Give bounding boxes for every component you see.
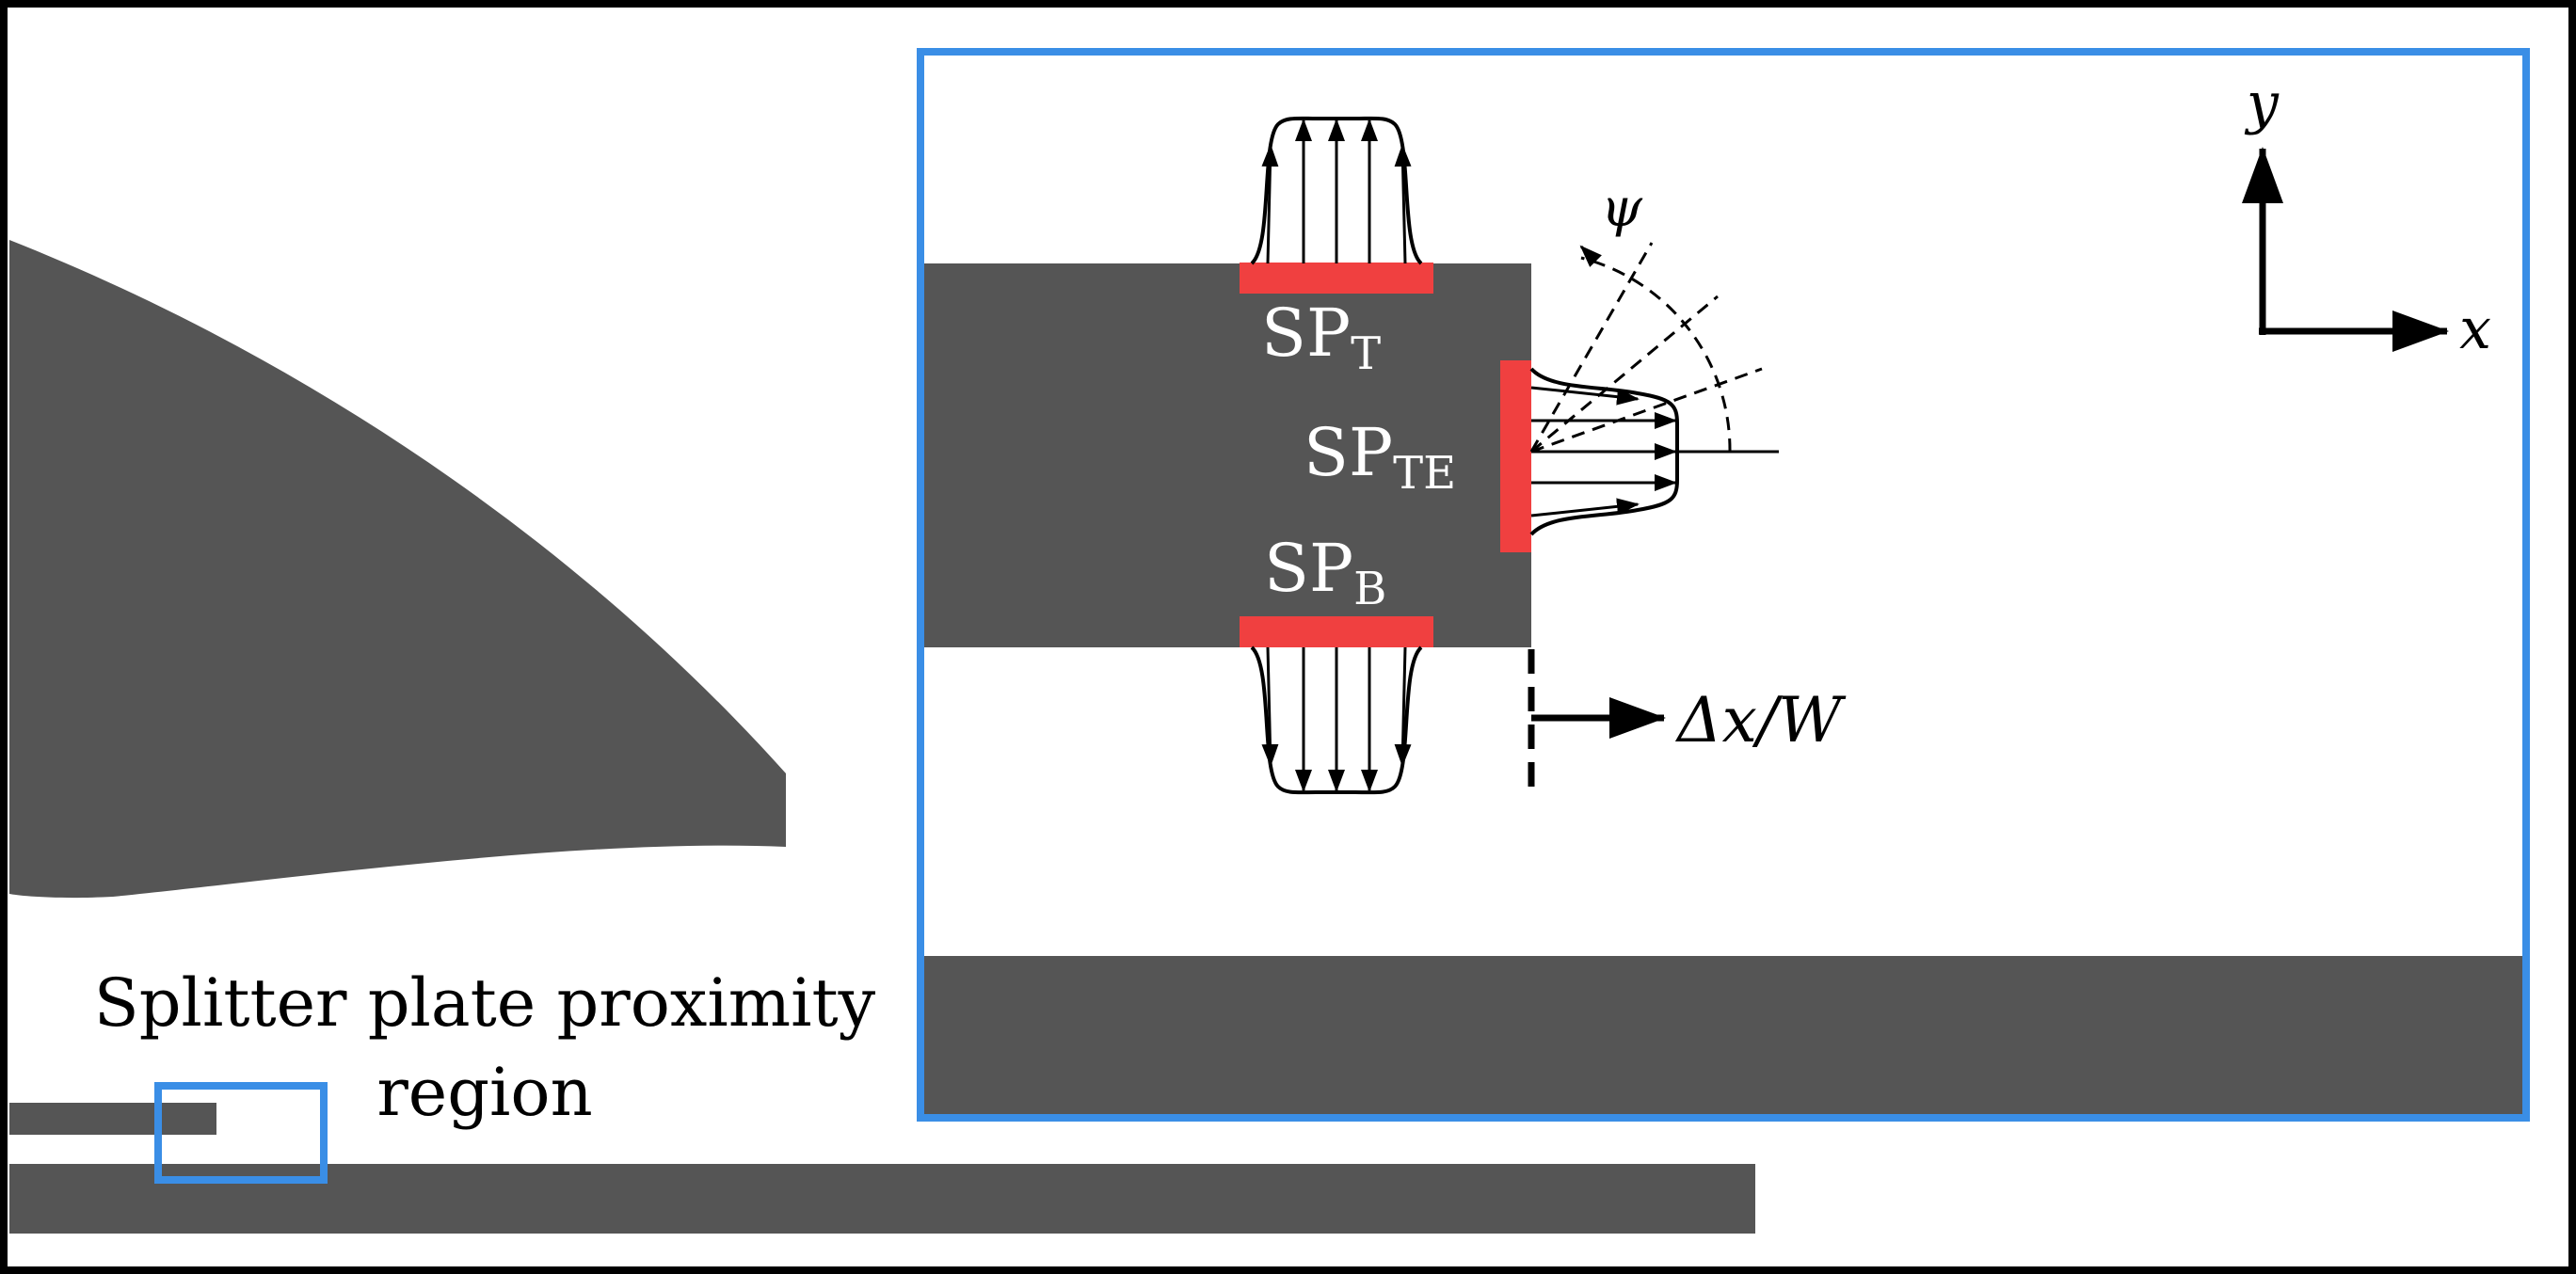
sensor-top <box>1240 263 1433 294</box>
x-axis-label: x <box>2459 296 2491 362</box>
zoom-inset-box <box>917 48 2530 1122</box>
sensor-top-base: SP <box>1261 295 1351 372</box>
y-axis-label: y <box>2244 71 2280 136</box>
sensor-bottom-base: SP <box>1264 530 1353 607</box>
bottom-jet-profile <box>1250 645 1423 795</box>
sensor-te-base: SP <box>1304 414 1393 491</box>
splitter-plate-zoomed <box>924 263 1531 647</box>
upper-body-shape <box>9 240 786 899</box>
region-label-line2: region <box>376 1054 592 1131</box>
splitter-plate-overview <box>9 1103 216 1135</box>
sensor-bottom-sub: B <box>1353 563 1386 615</box>
psi-label: ψ <box>1601 178 1643 239</box>
sensor-top-sub: T <box>1351 327 1381 380</box>
angle-arc-arrowhead <box>1579 245 1602 267</box>
region-label-line1: Splitter plate proximity <box>94 964 876 1042</box>
lower-wall-overview <box>9 1164 1755 1234</box>
offset-label: Δx/W <box>1674 684 1847 756</box>
sensor-trailing-edge <box>1500 360 1531 552</box>
sensor-bottom <box>1240 616 1433 647</box>
proximity-region-box <box>154 1082 328 1184</box>
top-jet-profile <box>1250 116 1423 265</box>
sensor-bottom-label: SPB <box>1264 530 1386 615</box>
lower-wall-zoomed <box>924 956 2522 1114</box>
sensor-te-label: SPTE <box>1304 414 1456 500</box>
sensor-te-sub: TE <box>1393 447 1456 500</box>
sensor-top-label: SPT <box>1261 295 1381 380</box>
angle-rays <box>1529 242 1763 454</box>
